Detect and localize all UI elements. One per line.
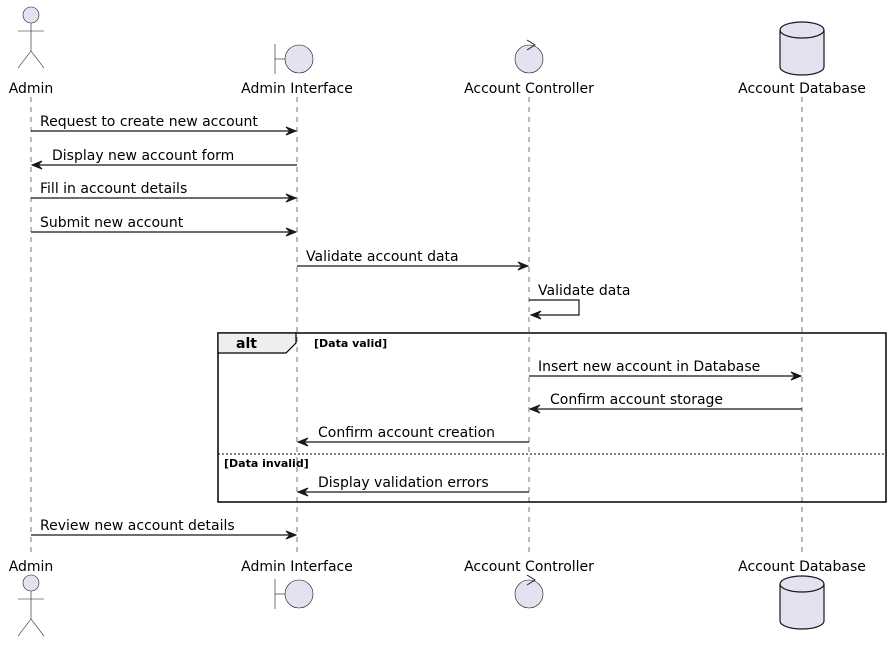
participant-label-bottom-ui: Admin Interface (241, 559, 353, 575)
alt-operator-label: alt (236, 336, 257, 352)
message-10: Display validation errors (296, 475, 529, 497)
participant-label-bottom-ctrl: Account Controller (464, 559, 594, 575)
message-11: Review new account details (31, 518, 298, 540)
message-label: Request to create new account (40, 114, 258, 130)
message-label: Validate data (538, 283, 630, 299)
actor-icon (17, 6, 45, 69)
message-2: Display new account form (30, 148, 297, 170)
message-label: Insert new account in Database (538, 359, 760, 375)
database-icon (779, 21, 825, 76)
message-label: Submit new account (40, 215, 184, 231)
message-label: Confirm account storage (550, 392, 723, 408)
boundary-icon (274, 44, 314, 74)
participant-label-top-ui: Admin Interface (241, 81, 353, 97)
message-label: Display new account form (52, 148, 234, 164)
message-6: Validate data (529, 283, 630, 320)
participant-label-bottom-admin: Admin (9, 559, 54, 575)
message-label: Fill in account details (40, 181, 187, 197)
alt-guard-invalid: [Data invalid] (224, 457, 309, 470)
participant-label-top-admin: Admin (9, 81, 54, 97)
message-7: Insert new account in Database (529, 359, 803, 381)
database-icon (779, 575, 825, 630)
participant-label-top-db: Account Database (738, 81, 866, 97)
message-1: Request to create new account (31, 114, 298, 136)
control-icon (514, 574, 544, 609)
boundary-icon (274, 579, 314, 609)
message-label: Confirm account creation (318, 425, 495, 441)
message-label: Review new account details (40, 518, 235, 534)
message-4: Submit new account (31, 215, 298, 237)
message-label: Display validation errors (318, 475, 489, 491)
message-9: Confirm account creation (296, 425, 529, 447)
participant-label-top-ctrl: Account Controller (464, 81, 594, 97)
actor-icon (17, 574, 45, 637)
participant-label-bottom-db: Account Database (738, 559, 866, 575)
message-label: Validate account data (306, 249, 459, 265)
control-icon (514, 39, 544, 74)
alt-operator-tab (217, 332, 297, 354)
message-8: Confirm account storage (528, 392, 802, 414)
alt-frame (217, 332, 887, 503)
alt-guard-valid: [Data valid] (314, 337, 387, 350)
message-5: Validate account data (297, 249, 530, 271)
message-3: Fill in account details (31, 181, 298, 203)
